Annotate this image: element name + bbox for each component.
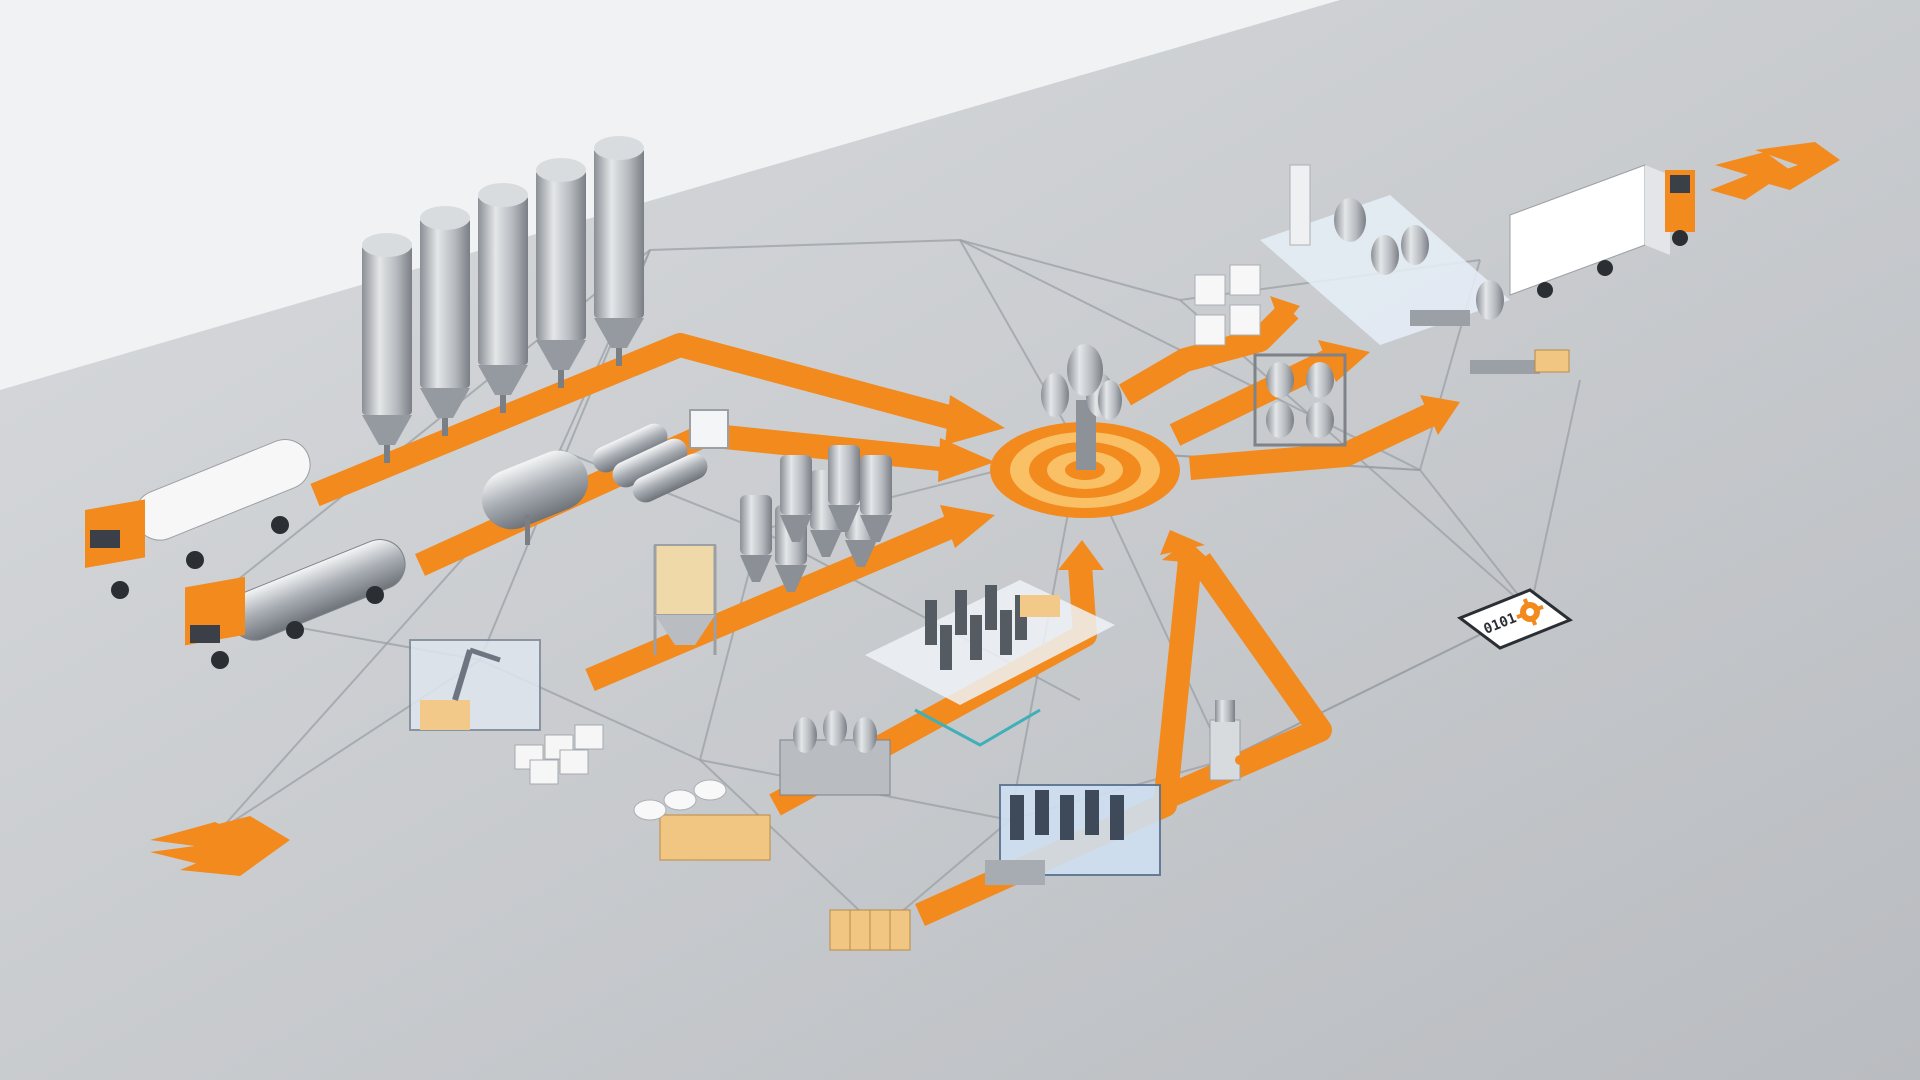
pallet-boxes-icon [829, 909, 911, 951]
silo-group [362, 136, 644, 463]
weighing-station-icon [779, 710, 891, 796]
robot-cell-icon [409, 639, 541, 731]
gas-cylinders-icon [592, 423, 708, 503]
mixing-plant-icon [985, 784, 1161, 885]
arrowhead-plant [1160, 530, 1205, 555]
flow-silos-to-hub [310, 333, 964, 507]
hub-target-icon [990, 344, 1180, 518]
outbound-chevrons-icon [1710, 142, 1840, 200]
dosing-platform [865, 580, 1115, 705]
arrowhead-containers [1270, 296, 1300, 328]
arrowhead-silos [945, 395, 1005, 445]
silo-5-icon [594, 136, 644, 366]
hopper-icon [740, 495, 772, 582]
gear-icon [1516, 598, 1544, 626]
flow-hub-to-packaging [1188, 404, 1436, 480]
arrowhead-weighing [1058, 540, 1104, 570]
pallet-rolls-icon [633, 779, 771, 861]
arrowhead-mixer [1162, 540, 1215, 565]
box-truck-icon [1509, 164, 1695, 298]
horizontal-tank-icon [481, 450, 589, 545]
silo-2-icon [420, 206, 470, 436]
silo-1-icon [362, 233, 412, 463]
arrowhead-packaging [1420, 395, 1460, 435]
hopper-icon [828, 445, 860, 532]
ibc-container-icon [689, 409, 729, 449]
back-wall [0, 0, 1340, 390]
silo-4-icon [536, 158, 586, 388]
conveyor-outline [914, 708, 1041, 747]
tower-unit-icon [1209, 700, 1245, 781]
big-bag-station-icon [653, 544, 717, 655]
flow-hub-to-rack [1169, 349, 1336, 446]
tanker-truck-white-icon [85, 439, 311, 599]
flow-bigbag-to-hub [585, 513, 960, 692]
arrowhead-tank [938, 438, 995, 482]
silo-3-icon [478, 183, 528, 413]
hopper-cluster [740, 445, 892, 592]
flow-hub-to-containers [1118, 301, 1299, 406]
container-rack [1194, 264, 1347, 447]
hopper-icon [780, 455, 812, 542]
arrowhead-bigbag [940, 505, 995, 548]
white-bags-icon [514, 724, 604, 785]
data-badge: 0101 [1456, 588, 1574, 650]
inbound-chevrons-icon [150, 816, 290, 876]
material-flows [310, 296, 1460, 926]
packaging-line [1260, 164, 1570, 374]
hopper-icon [860, 455, 892, 542]
tanker-truck-steel-icon [185, 539, 406, 669]
